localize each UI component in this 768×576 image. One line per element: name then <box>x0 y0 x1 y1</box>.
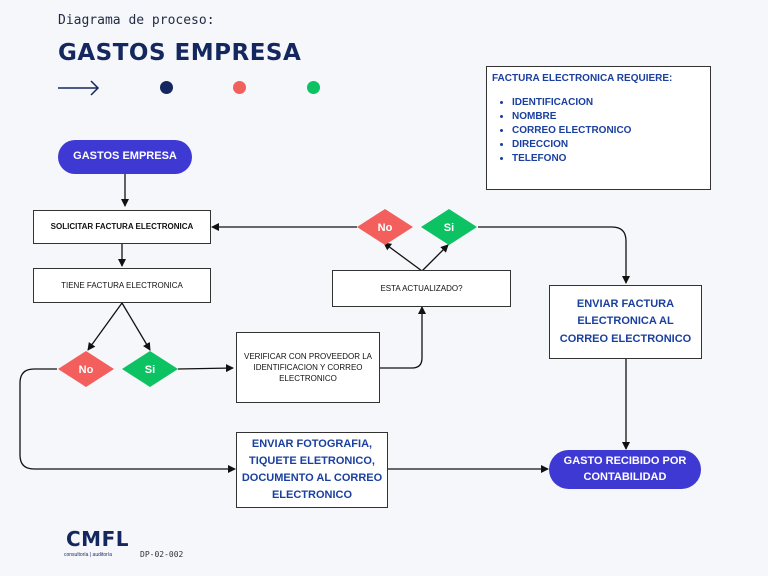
requirement-item: DIRECCION <box>512 139 705 150</box>
legend-dot-dark <box>160 81 173 94</box>
decision-no-2-label: No <box>378 222 393 234</box>
requirement-item: IDENTIFICACION <box>512 97 705 108</box>
requirements-box: FACTURA ELECTRONICA REQUIERE: IDENTIFICA… <box>486 66 711 190</box>
company-logo: CMFL <box>66 527 129 551</box>
is-updated-box: ESTA ACTUALIZADO? <box>332 270 511 307</box>
start-node: GASTOS EMPRESA <box>58 140 192 174</box>
diagram-title: GASTOS EMPRESA <box>58 40 302 66</box>
connector <box>380 306 426 369</box>
arrow-right-icon <box>58 80 100 96</box>
requirements-list: IDENTIFICACION NOMBRE CORREO ELECTRONICO… <box>492 97 705 164</box>
decision-no-1: No <box>58 351 114 387</box>
send-invoice-box: ENVIAR FACTURA ELECTRONICA AL CORREO ELE… <box>549 285 702 359</box>
connector <box>121 302 151 351</box>
connector <box>383 242 423 272</box>
decision-si-1-label: Si <box>145 364 155 376</box>
connector <box>421 244 449 272</box>
document-code: DP-02-002 <box>140 550 184 559</box>
legend-dot-red <box>233 81 246 94</box>
verify-provider-box: VERIFICAR CON PROVEEDOR LA IDENTIFICACIO… <box>236 332 380 403</box>
requirement-item: NOMBRE <box>512 111 705 122</box>
legend-dot-green <box>307 81 320 94</box>
requirements-heading: FACTURA ELECTRONICA REQUIERE: <box>492 73 673 84</box>
connector <box>177 364 234 373</box>
received-node: GASTO RECIBIDO POR CONTABILIDAD <box>549 450 701 489</box>
decision-si-1: Si <box>122 351 178 387</box>
connector <box>87 302 123 351</box>
has-invoice-box: TIENE FACTURA ELECTRONICA <box>33 268 211 303</box>
decision-si-2: Si <box>421 209 477 245</box>
send-photo-box: ENVIAR FOTOGRAFIA, TIQUETE ELETRONICO, D… <box>236 432 388 508</box>
connector <box>19 368 236 473</box>
requirement-item: CORREO ELECTRONICO <box>512 125 705 136</box>
request-invoice-box: SOLICITAR FACTURA ELECTRONICA <box>33 210 211 244</box>
decision-no-2: No <box>357 209 413 245</box>
diagram-subtitle: Diagrama de proceso: <box>58 13 215 28</box>
requirement-item: TELEFONO <box>512 153 705 164</box>
decision-si-2-label: Si <box>444 222 454 234</box>
company-logo-tagline: consultoría | auditoría <box>64 552 112 558</box>
connector <box>478 226 630 284</box>
decision-no-1-label: No <box>79 364 94 376</box>
